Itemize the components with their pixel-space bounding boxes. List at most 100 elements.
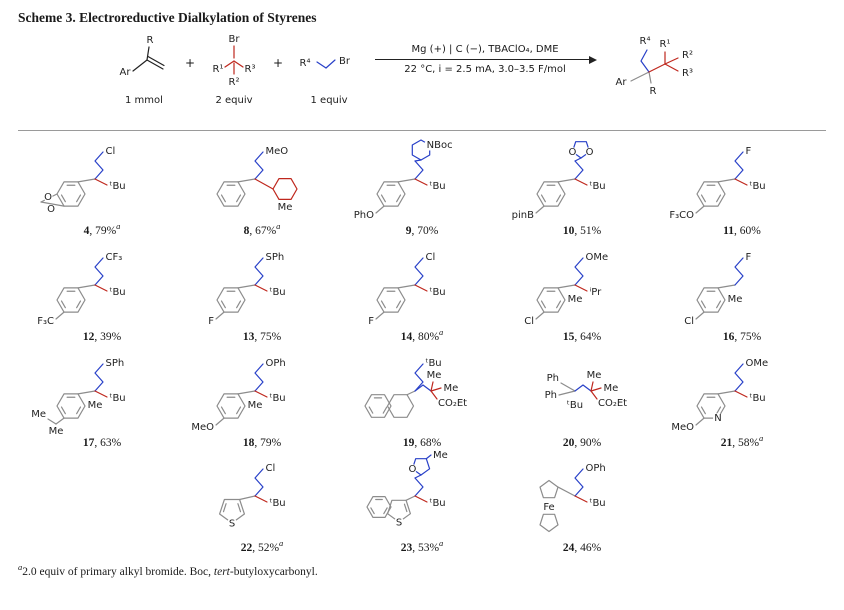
svg-text:MeO: MeO bbox=[266, 146, 289, 157]
svg-text:pinB: pinB bbox=[512, 210, 534, 221]
compound-yield: 60% bbox=[739, 224, 761, 237]
compound-number: 14 bbox=[400, 330, 413, 343]
svg-text:Cl: Cl bbox=[266, 463, 276, 474]
svg-text:Me: Me bbox=[49, 426, 64, 437]
footnote-ref: a bbox=[439, 326, 444, 337]
reaction-arrow-block: Mg (+) | C (−), TBAClO₄, DME 22 °C, i = … bbox=[375, 44, 598, 75]
svg-text:ᵗBu: ᵗBu bbox=[110, 181, 126, 192]
caption-separator: , bbox=[94, 330, 101, 343]
compound-yield: 63% bbox=[100, 436, 122, 449]
svg-text:ᵗBu: ᵗBu bbox=[750, 393, 766, 404]
compound-yield: 52% bbox=[257, 542, 280, 555]
tert-bromide-reactant: Br R¹ R³ R² 2 equiv bbox=[205, 30, 263, 106]
caption-separator: , bbox=[732, 436, 738, 449]
footnote-ref: a bbox=[759, 432, 764, 443]
svg-text:F₃C: F₃C bbox=[37, 316, 54, 327]
compound-caption: 20, 90% bbox=[563, 433, 601, 448]
svg-text:Fe: Fe bbox=[543, 502, 554, 513]
compound-number: 19 bbox=[402, 436, 415, 449]
svg-text:F: F bbox=[208, 316, 214, 327]
conditions-top: Mg (+) | C (−), TBAClO₄, DME bbox=[411, 44, 559, 55]
compound-caption: 9, 70% bbox=[406, 221, 439, 237]
r-label: R bbox=[146, 35, 153, 46]
styrene-amount: 1 mmol bbox=[124, 95, 163, 106]
styrene-reactant: Ar R 1 mmol bbox=[113, 30, 175, 106]
svg-text:ᵗBu: ᵗBu bbox=[270, 498, 286, 509]
svg-text:ᵗBu: ᵗBu bbox=[430, 287, 446, 298]
svg-text:OMe: OMe bbox=[586, 252, 609, 263]
compound-number: 11 bbox=[723, 224, 735, 237]
compound-number: 12 bbox=[82, 330, 95, 343]
footnote-ref: a bbox=[276, 221, 281, 231]
ar-label: Ar bbox=[119, 67, 131, 78]
svg-text:OPh: OPh bbox=[266, 358, 286, 369]
svg-text:Me: Me bbox=[278, 202, 293, 213]
svg-text:Me: Me bbox=[568, 294, 583, 305]
compound-caption: 22, 52%a bbox=[241, 538, 284, 554]
svg-text:S: S bbox=[229, 519, 235, 530]
svg-text:ᵗBu: ᵗBu bbox=[567, 400, 583, 411]
compound-yield: 70% bbox=[417, 224, 439, 237]
svg-text:ᵗBu: ᵗBu bbox=[590, 181, 606, 192]
svg-text:ᵗBu: ᵗBu bbox=[270, 287, 286, 298]
svg-text:SPh: SPh bbox=[266, 252, 285, 263]
caption-separator: , bbox=[412, 542, 418, 555]
svg-text:F: F bbox=[746, 252, 752, 263]
svg-text:Ph: Ph bbox=[547, 373, 559, 384]
svg-text:O: O bbox=[586, 147, 594, 158]
product-r2-label: R² bbox=[682, 50, 693, 61]
caption-separator: , bbox=[254, 436, 261, 449]
svg-text:ᵗBu: ᵗBu bbox=[430, 181, 446, 192]
caption-separator: , bbox=[734, 330, 741, 343]
caption-separator: , bbox=[252, 542, 258, 555]
svg-text:ᵗBu: ᵗBu bbox=[426, 358, 442, 369]
svg-text:N: N bbox=[714, 413, 721, 424]
svg-text:CF₃: CF₃ bbox=[106, 252, 123, 263]
svg-text:Me: Me bbox=[427, 370, 442, 381]
product-r-label: R bbox=[650, 86, 657, 96]
compound-yield: 80% bbox=[417, 330, 440, 343]
reaction-scheme: Ar R 1 mmol + Br R¹ R³ R² 2 equiv + bbox=[18, 30, 826, 128]
compound-structure: F SPh ᵗBu bbox=[208, 252, 286, 327]
svg-text:O: O bbox=[569, 147, 577, 158]
compound-yield: 79% bbox=[95, 224, 117, 237]
caption-separator: , bbox=[574, 224, 581, 237]
compound-caption: 16, 75% bbox=[723, 327, 761, 343]
compound-number: 10 bbox=[562, 224, 575, 237]
scheme-title: Scheme 3. Electroreductive Dialkylation … bbox=[18, 10, 317, 25]
styrene-structure: Ar R bbox=[119, 35, 165, 78]
svg-text:Me: Me bbox=[248, 400, 263, 411]
product-structure: Ar R R⁴ R¹ R² R³ bbox=[616, 36, 693, 96]
svg-text:Ph: Ph bbox=[545, 390, 557, 401]
svg-text:Me: Me bbox=[587, 370, 602, 381]
product-ar-label: Ar bbox=[616, 77, 628, 88]
footnote-ref: a bbox=[279, 538, 284, 549]
caption-separator: , bbox=[249, 224, 256, 237]
caption-separator: , bbox=[574, 542, 581, 555]
svg-text:PhO: PhO bbox=[354, 210, 374, 221]
caption-separator: , bbox=[412, 330, 418, 343]
compound-yield: 67% bbox=[255, 224, 277, 237]
svg-text:F₃CO: F₃CO bbox=[669, 210, 694, 221]
footnote-text: 2.0 equiv of primary alkyl bromide. Boc, bbox=[22, 566, 214, 579]
footnote-marker: a bbox=[18, 562, 23, 573]
compound-number: 9 bbox=[405, 224, 412, 237]
